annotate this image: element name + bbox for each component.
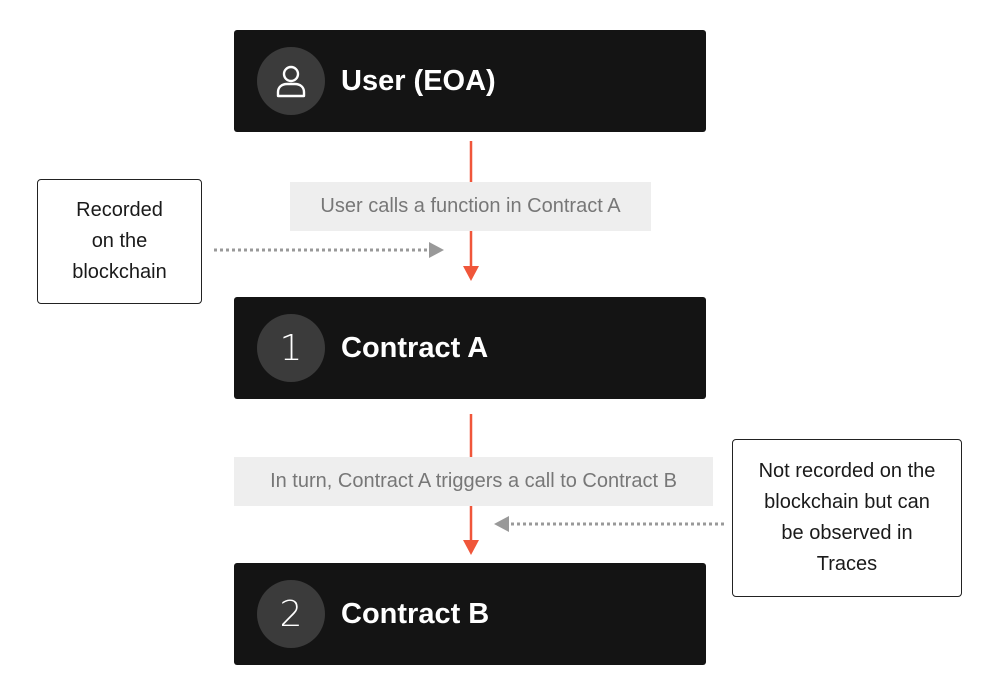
note-recorded-line-3: blockchain — [72, 261, 167, 283]
dotted-arrowhead-not-recorded — [494, 516, 509, 532]
note-not-recorded-line-1: Not recorded on the — [758, 460, 936, 482]
note-recorded-line-1: Recorded — [76, 199, 163, 221]
note-recorded-line-2: on the — [91, 230, 148, 252]
node-user-label: User (EOA) — [341, 64, 496, 97]
node-contract-b: 2 Contract B — [234, 563, 706, 665]
note-not-recorded-line-4: Traces — [816, 553, 878, 575]
note-not-recorded-line-2: blockchain but can — [764, 491, 930, 513]
flow-arrowhead-a-to-b — [463, 540, 479, 555]
note-not-recorded-line-3: be observed in — [781, 522, 913, 544]
dotted-arrowhead-recorded — [429, 242, 444, 258]
user-icon — [276, 65, 306, 98]
node-user-eoa: User (EOA) — [234, 30, 706, 132]
note-recorded-on-blockchain: Recorded on the blockchain — [37, 179, 202, 304]
node-contract-a-label: Contract A — [341, 331, 489, 364]
node-contract-b-label: Contract B — [341, 597, 490, 630]
node-contract-a: 1 Contract A — [234, 297, 706, 399]
note-not-recorded-traces: Not recorded on the blockchain but can b… — [732, 439, 962, 597]
contract-a-number-badge: 1 — [257, 314, 325, 382]
edge-label-a-to-b: In turn, Contract A triggers a call to C… — [234, 457, 713, 506]
edge-label-user-to-a: User calls a function in Contract A — [290, 182, 651, 231]
user-badge — [257, 47, 325, 115]
flow-arrowhead-user-to-a — [463, 266, 479, 281]
contract-b-number-badge: 2 — [257, 580, 325, 648]
